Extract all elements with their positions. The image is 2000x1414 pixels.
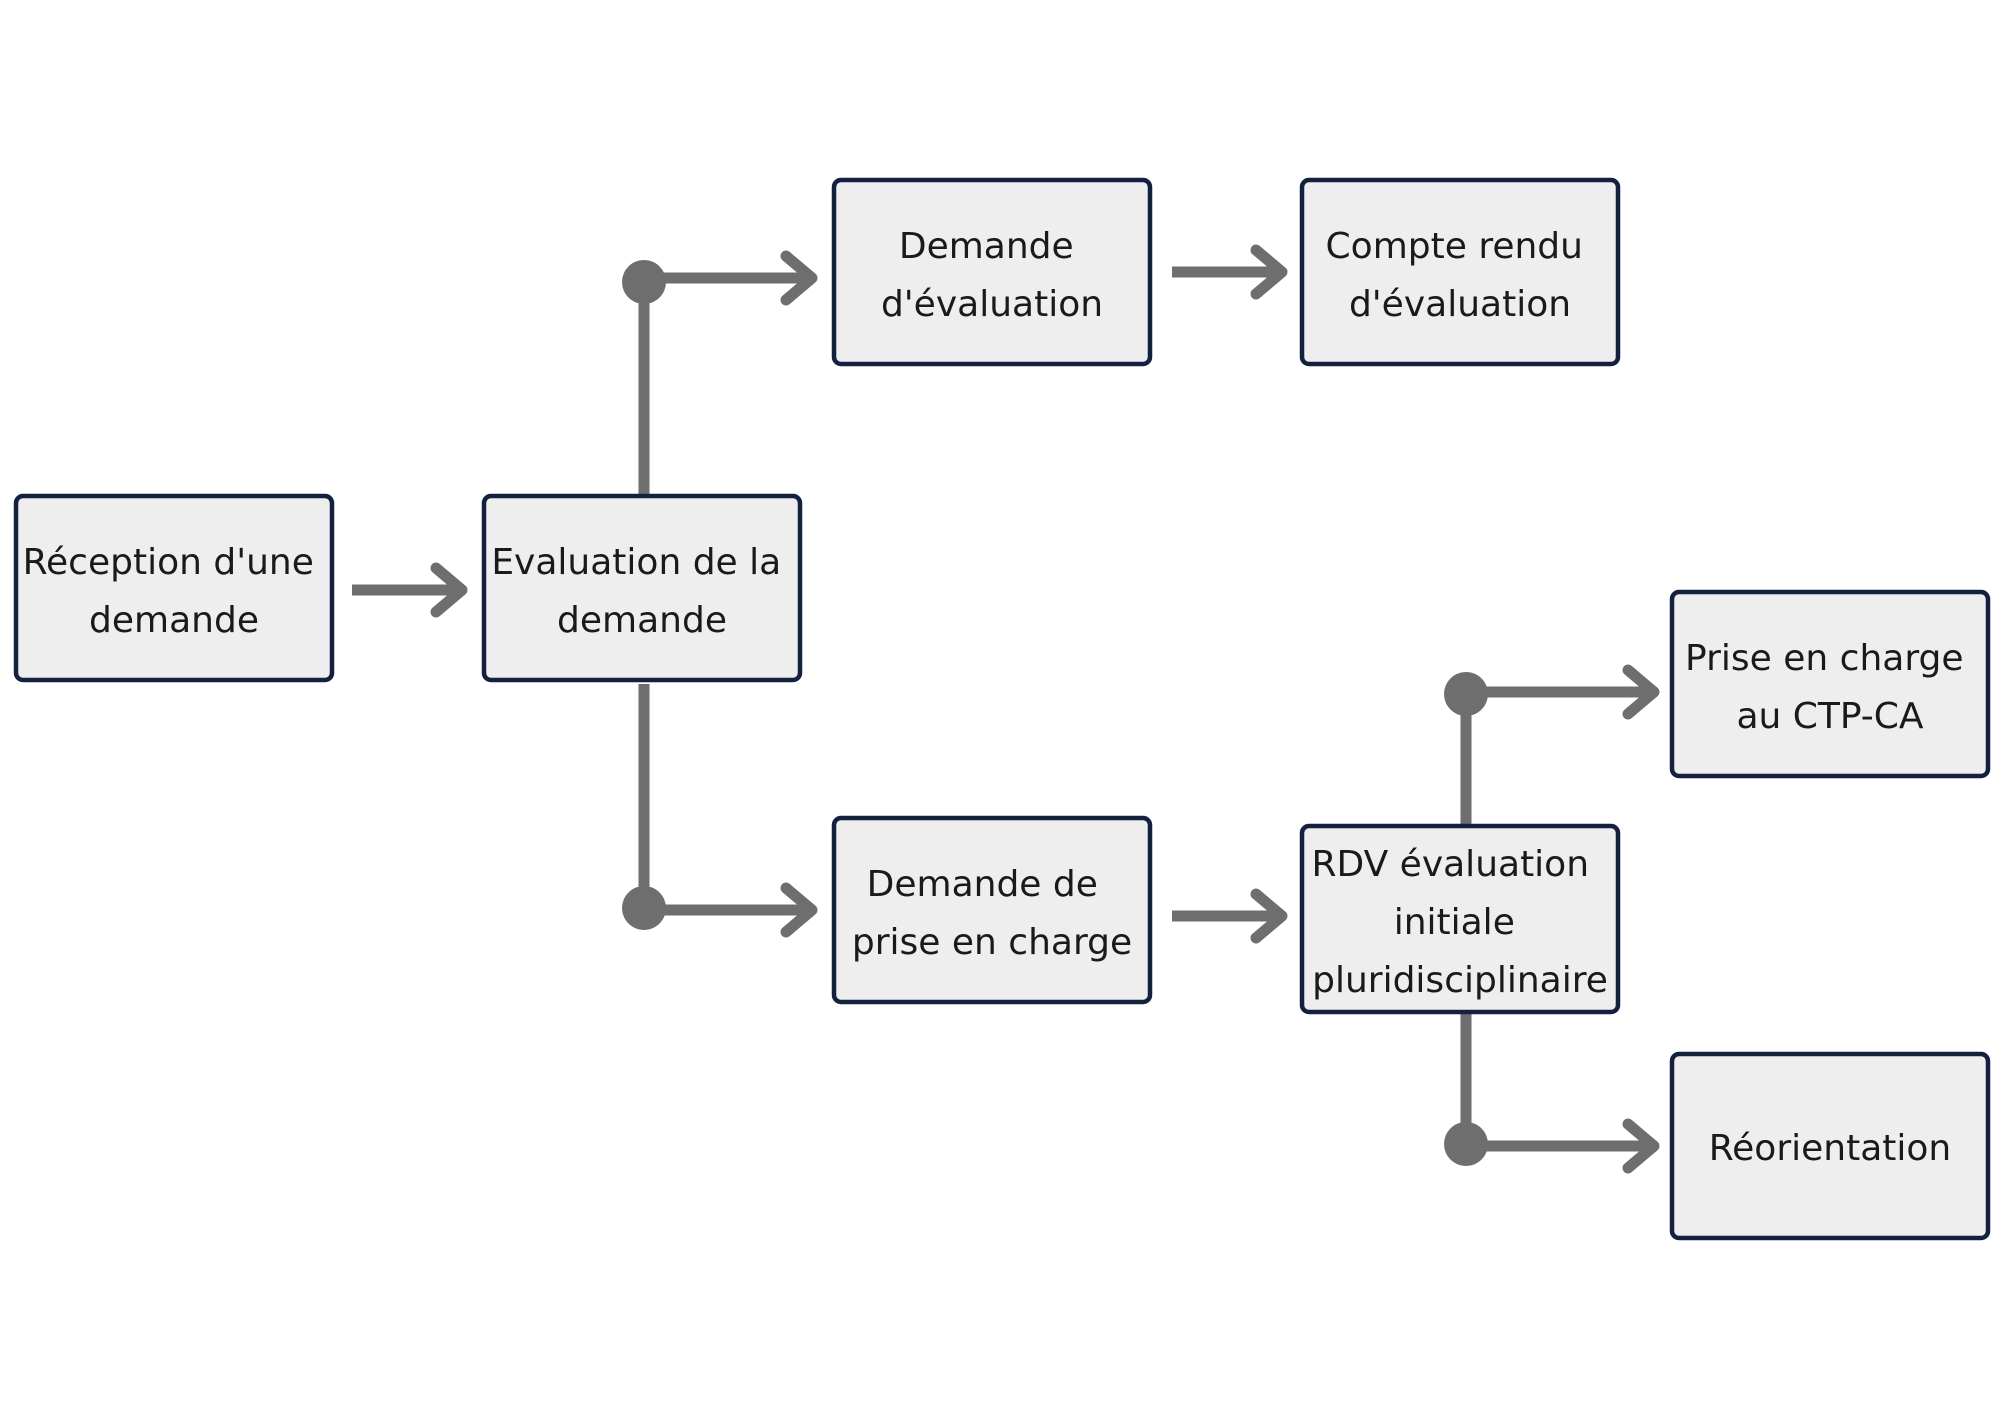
node-reception-label: Réception d'une demande bbox=[23, 542, 326, 641]
node-reception: Réception d'une demande bbox=[13, 493, 335, 683]
node-evaluation-label: Evaluation de la demande bbox=[491, 542, 792, 641]
node-compte-rendu-label: Compte rendu d'évaluation bbox=[1326, 226, 1595, 325]
connector-evaluation-down bbox=[622, 684, 818, 938]
arrow-demande-evaluation-to-compte-rendu bbox=[1172, 244, 1288, 300]
node-demande-evaluation: Demande d'évaluation bbox=[831, 177, 1153, 367]
connector-rdv-up bbox=[1444, 664, 1660, 826]
connector-evaluation-up bbox=[622, 250, 818, 496]
arrow-demande-prise-to-rdv bbox=[1172, 888, 1288, 944]
node-demande-prise-en-charge: Demande de prise en charge bbox=[831, 815, 1153, 1005]
connectors bbox=[352, 244, 1660, 1174]
node-reorientation: Réorientation bbox=[1669, 1051, 1991, 1241]
node-prise-en-charge-ctp: Prise en charge au CTP-CA bbox=[1669, 589, 1991, 779]
node-demande-prise-en-charge-label: Demande de prise en charge bbox=[852, 864, 1132, 963]
node-rdv-evaluation-label: RDV évaluation initiale pluridisciplinai… bbox=[1312, 844, 1608, 1001]
node-evaluation: Evaluation de la demande bbox=[481, 493, 803, 683]
node-prise-en-charge-ctp-label: Prise en charge au CTP-CA bbox=[1685, 638, 1975, 737]
node-rdv-evaluation: RDV évaluation initiale pluridisciplinai… bbox=[1299, 823, 1621, 1015]
node-demande-evaluation-label: Demande d'évaluation bbox=[881, 226, 1103, 325]
node-compte-rendu: Compte rendu d'évaluation bbox=[1299, 177, 1621, 367]
node-reorientation-label: Réorientation bbox=[1709, 1128, 1951, 1169]
arrow-reception-to-evaluation bbox=[352, 562, 468, 618]
connector-rdv-down bbox=[1444, 1012, 1660, 1174]
